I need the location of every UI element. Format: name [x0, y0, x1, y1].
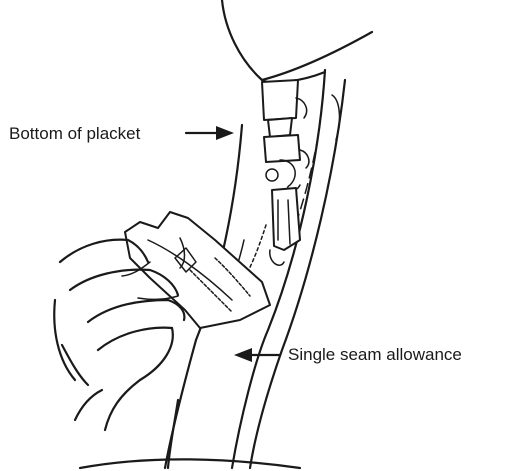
- arrow-right-icon: [186, 126, 234, 140]
- placket-label: Bottom of placket: [9, 124, 140, 144]
- seam-allowance-label: Single seam allowance: [288, 345, 462, 365]
- presser-foot: [262, 80, 309, 265]
- garment-fabric: [80, 0, 372, 468]
